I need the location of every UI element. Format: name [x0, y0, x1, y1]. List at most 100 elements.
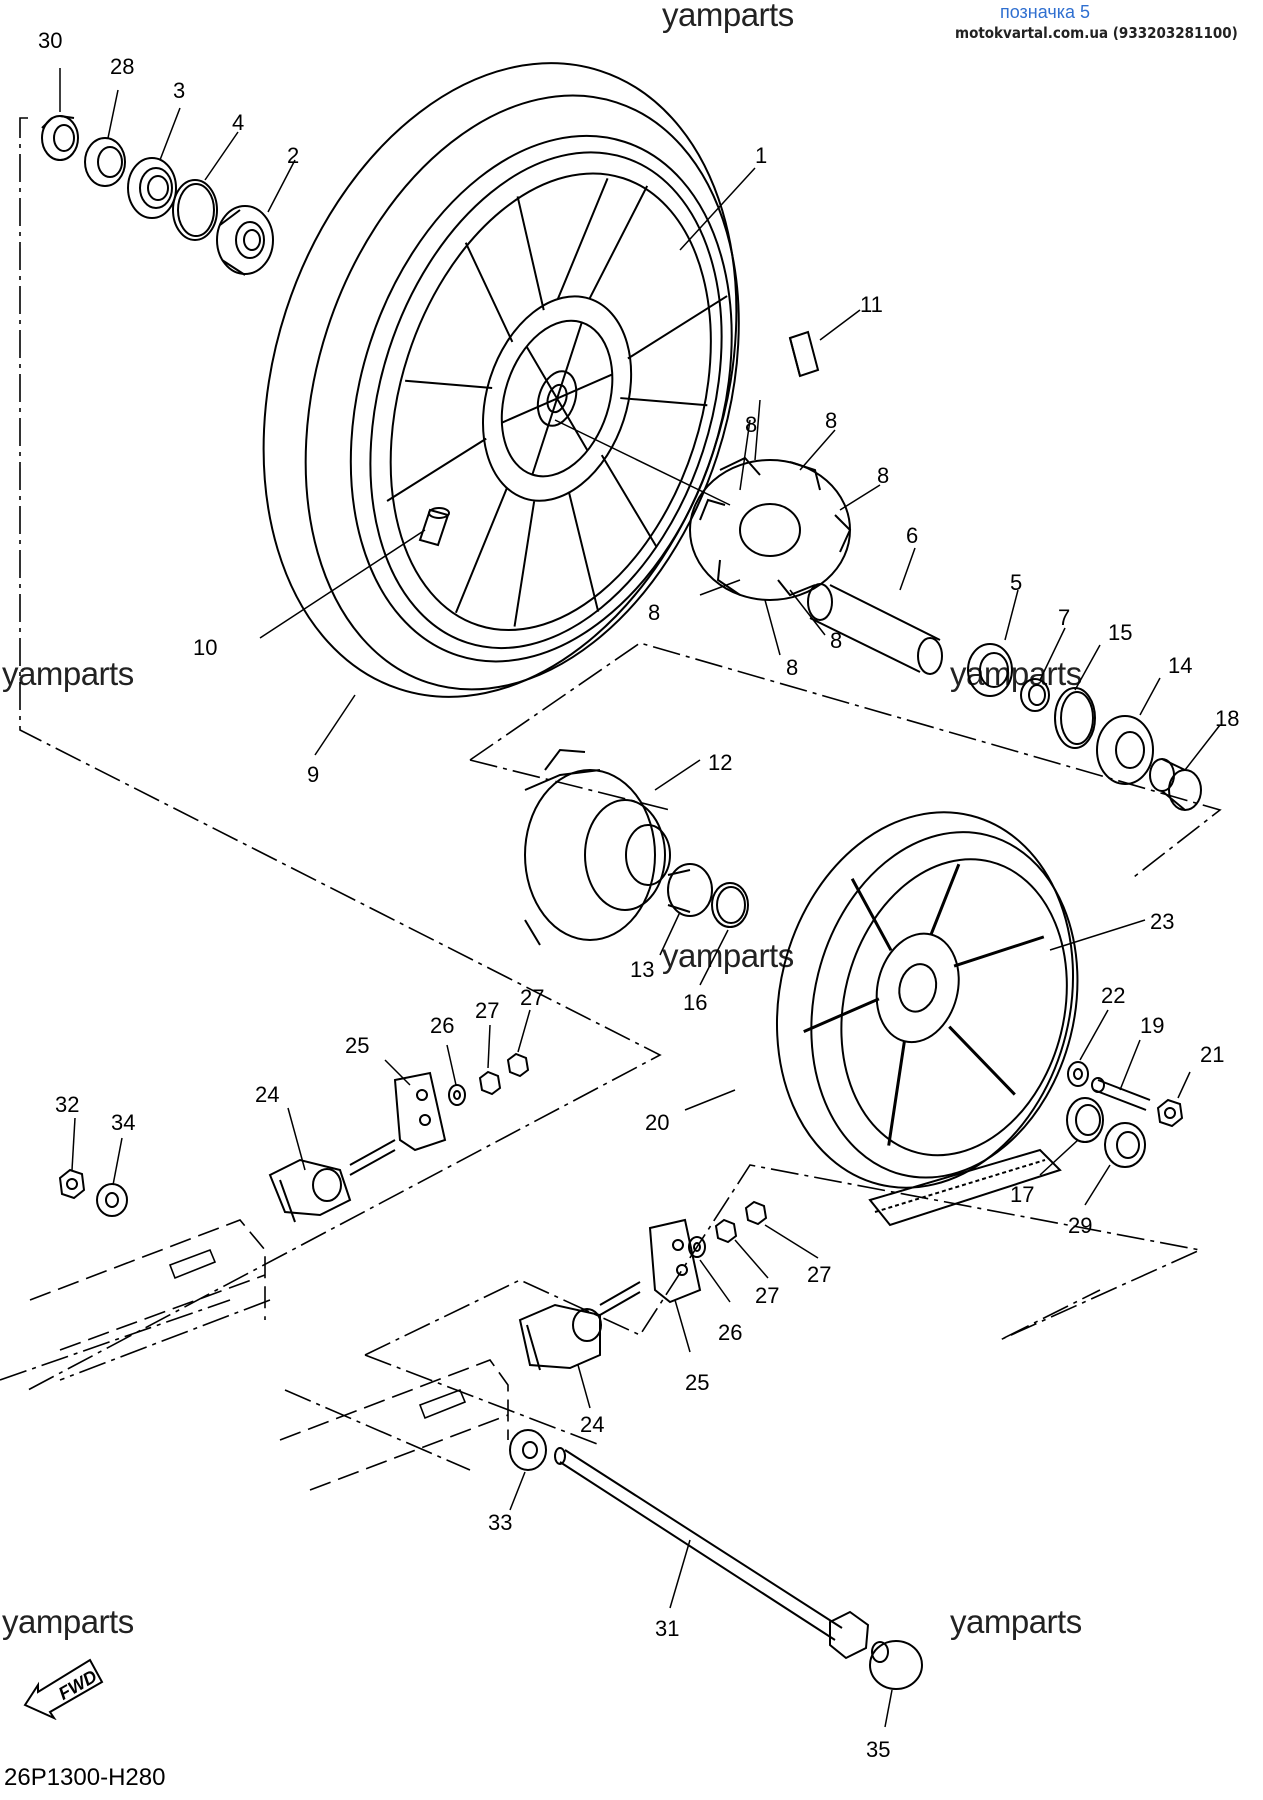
label-14: 14: [1168, 653, 1192, 678]
label-27-right-a: 27: [755, 1283, 779, 1308]
washer-33: [509, 1429, 547, 1471]
diagram-code: 26P1300-H280: [4, 1764, 166, 1791]
axle-adjuster-24-right: [518, 1281, 641, 1371]
swingarm-right: [279, 1359, 509, 1491]
label-8-f: 8: [786, 655, 798, 680]
label-6: 6: [906, 523, 918, 548]
label-18: 18: [1215, 706, 1239, 731]
nut-21: [1156, 1098, 1184, 1128]
adjuster-plate-25-left: [393, 1071, 447, 1152]
label-25-left: 25: [345, 1033, 369, 1058]
label-5: 5: [1010, 570, 1022, 595]
label-22: 22: [1101, 983, 1125, 1008]
label-25-right: 25: [685, 1370, 709, 1395]
rear-pulley: [775, 811, 1079, 1189]
bearing-3: [127, 157, 177, 219]
swingarm-left: [29, 1219, 266, 1351]
adjuster-plate-25-right: [648, 1218, 702, 1304]
circlip-4: [172, 179, 218, 241]
label-2: 2: [287, 143, 299, 168]
collar-7: [1020, 678, 1050, 712]
part-labels: 30 28 3 4 2 1 11 8 8 8 8 8 8 6 5 7 15 14…: [38, 28, 1239, 1762]
washer-26-right: [688, 1236, 706, 1258]
clutch-hub: [524, 748, 671, 946]
label-26-left: 26: [430, 1013, 454, 1038]
stamp-site: motokvartal.com.ua (933203281100): [955, 24, 1238, 42]
circlip-15: [1054, 687, 1096, 749]
label-35: 35: [866, 1737, 890, 1762]
label-27-right-b: 27: [807, 1262, 831, 1287]
label-24-left: 24: [255, 1082, 279, 1107]
hub-damper: [689, 456, 852, 601]
label-28: 28: [110, 54, 134, 79]
washer-22: [1067, 1061, 1089, 1087]
label-32: 32: [55, 1092, 79, 1117]
circlip-16: [711, 882, 749, 928]
reference-lines: [0, 117, 1222, 1471]
bearing-2: [216, 205, 274, 276]
fwd-arrow-icon: FWD: [23, 1658, 104, 1720]
stamp-title: позначка 5: [1000, 2, 1091, 22]
washer-34: [96, 1183, 128, 1217]
label-4: 4: [232, 110, 244, 135]
watermark-center: yamparts: [662, 937, 794, 974]
leader-lines: [59, 68, 1221, 1728]
label-29: 29: [1068, 1213, 1092, 1238]
label-27-left-b: 27: [520, 985, 544, 1010]
label-24-right: 24: [580, 1412, 604, 1437]
rear-wheel: [262, 62, 740, 698]
watermark-top: yamparts: [662, 0, 794, 33]
valve-stem: [418, 507, 450, 547]
spacer-tube-6: [807, 583, 943, 675]
label-15: 15: [1108, 620, 1132, 645]
washer-26-left: [448, 1084, 466, 1106]
label-8-b: 8: [825, 408, 837, 433]
nut-27-left-b: [506, 1052, 530, 1078]
axle-adjuster-24-left: [268, 1139, 396, 1223]
collar-30: [41, 115, 79, 161]
label-34: 34: [111, 1110, 135, 1135]
nut-27-right-b: [744, 1200, 768, 1226]
label-26-right: 26: [718, 1320, 742, 1345]
label-31: 31: [655, 1616, 679, 1641]
collar-29: [1104, 1122, 1146, 1168]
label-10: 10: [193, 635, 217, 660]
drive-belt: [868, 1148, 1062, 1227]
bearing-13: [667, 863, 713, 917]
nut-32: [58, 1168, 86, 1200]
label-8-a: 8: [745, 412, 757, 437]
bearing-14: [1096, 715, 1154, 785]
nut-27-left-a: [478, 1070, 502, 1096]
label-19: 19: [1140, 1013, 1164, 1038]
balance-weight: [788, 330, 820, 378]
label-3: 3: [173, 78, 185, 103]
axle-cap-35: [869, 1640, 923, 1690]
watermark-left-lower: yamparts: [2, 1603, 134, 1640]
label-20: 20: [645, 1110, 669, 1135]
label-11: 11: [860, 292, 883, 317]
label-12: 12: [708, 750, 732, 775]
spacer-18: [1149, 758, 1202, 811]
label-23: 23: [1150, 909, 1174, 934]
label-1: 1: [755, 143, 767, 168]
label-8-d: 8: [648, 600, 660, 625]
label-7: 7: [1058, 605, 1070, 630]
label-9: 9: [307, 762, 319, 787]
watermark-left-upper: yamparts: [2, 655, 134, 692]
label-8-e: 8: [830, 628, 842, 653]
label-16: 16: [683, 990, 707, 1015]
label-33: 33: [488, 1510, 512, 1535]
watermark-right-lower: yamparts: [950, 1603, 1082, 1640]
rear-axle-31: [554, 1447, 870, 1660]
label-27-left-a: 27: [475, 998, 499, 1023]
label-8-c: 8: [877, 463, 889, 488]
label-13: 13: [630, 957, 654, 982]
bolt-19: [1091, 1077, 1151, 1111]
label-30: 30: [38, 28, 62, 53]
nut-27-right-a: [714, 1218, 738, 1244]
bearing-5: [967, 643, 1013, 697]
oil-seal-28: [84, 137, 126, 187]
label-21: 21: [1200, 1042, 1224, 1067]
oil-seal-17: [1066, 1097, 1104, 1143]
